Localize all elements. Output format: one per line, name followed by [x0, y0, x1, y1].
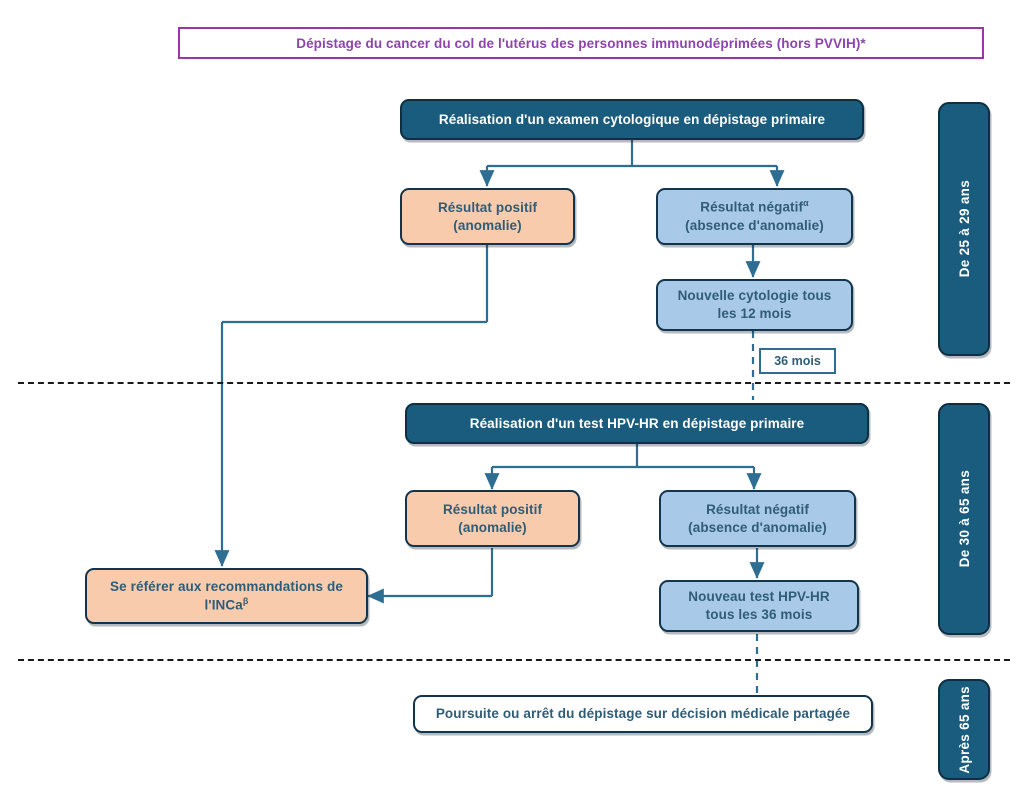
age-band-label: Après 65 ans	[956, 685, 972, 774]
node-label-line1: Nouvelle cytologie tous	[677, 288, 832, 304]
edge-label-36-months: 36 mois	[759, 348, 836, 374]
diagram-title-text: Dépistage du cancer du col de l'utérus d…	[296, 35, 866, 51]
edge-label-text: 36 mois	[774, 354, 821, 368]
age-band-label: De 25 à 29 ans	[956, 180, 972, 278]
node-label-line1: Se référer aux recommandations de	[110, 578, 343, 594]
node-label: Réalisation d'un examen cytologique en d…	[438, 111, 826, 127]
node-label: Poursuite ou arrêt du dépistage sur déci…	[435, 706, 851, 722]
node-label-line1: Résultat positif	[442, 501, 543, 517]
age-band-25-29: De 25 à 29 ans	[938, 102, 990, 356]
node-label-line1: Résultat négatifα	[700, 198, 809, 216]
node-primary-cytology[interactable]: Réalisation d'un examen cytologique en d…	[400, 99, 864, 140]
node-label-line1: Nouveau test HPV-HR	[688, 589, 830, 605]
node-label-line2: (absence d'anomalie)	[688, 519, 827, 535]
age-separator-1	[18, 382, 1010, 384]
node-outcome-shared-decision[interactable]: Poursuite ou arrêt du dépistage sur déci…	[413, 695, 873, 733]
age-band-30-65: De 30 à 65 ans	[938, 403, 990, 635]
node-label-line1: Résultat positif	[437, 199, 538, 215]
node-result-negative-hpv[interactable]: Résultat négatif (absence d'anomalie)	[659, 490, 856, 547]
node-label-line2: (absence d'anomalie)	[685, 217, 824, 233]
footnote-marker-beta: β	[242, 595, 249, 606]
node-followup-hpv-36-months[interactable]: Nouveau test HPV-HR tous les 36 mois	[659, 580, 859, 632]
node-result-positive-cytology[interactable]: Résultat positif (anomalie)	[400, 188, 575, 245]
node-label-line1: Résultat négatif	[706, 501, 809, 517]
node-primary-hpv-hr[interactable]: Réalisation d'un test HPV-HR en dépistag…	[405, 403, 869, 444]
node-label-line2: tous les 36 mois	[705, 607, 813, 622]
age-separator-2	[18, 659, 1010, 661]
footnote-marker-alpha: α	[803, 198, 809, 209]
node-followup-cytology-12-months[interactable]: Nouvelle cytologie tous les 12 mois	[656, 279, 853, 331]
node-label-line2: (anomalie)	[453, 217, 522, 233]
diagram-title: Dépistage du cancer du col de l'utérus d…	[178, 27, 984, 59]
node-label-text: Résultat négatif	[700, 199, 804, 215]
node-label-text: l'INCa	[204, 597, 243, 613]
node-label-line2: les 12 mois	[717, 306, 792, 321]
node-label-line2: l'INCaβ	[205, 596, 249, 614]
node-result-positive-hpv[interactable]: Résultat positif (anomalie)	[405, 490, 580, 547]
node-label-line2: (anomalie)	[458, 519, 527, 535]
age-band-after-65: Après 65 ans	[938, 679, 990, 780]
node-referral-inca[interactable]: Se référer aux recommandations de l'INCa…	[85, 568, 368, 624]
age-band-label: De 30 à 65 ans	[956, 470, 972, 568]
node-label: Réalisation d'un test HPV-HR en dépistag…	[469, 415, 805, 431]
node-result-negative-cytology[interactable]: Résultat négatifα (absence d'anomalie)	[656, 188, 853, 245]
